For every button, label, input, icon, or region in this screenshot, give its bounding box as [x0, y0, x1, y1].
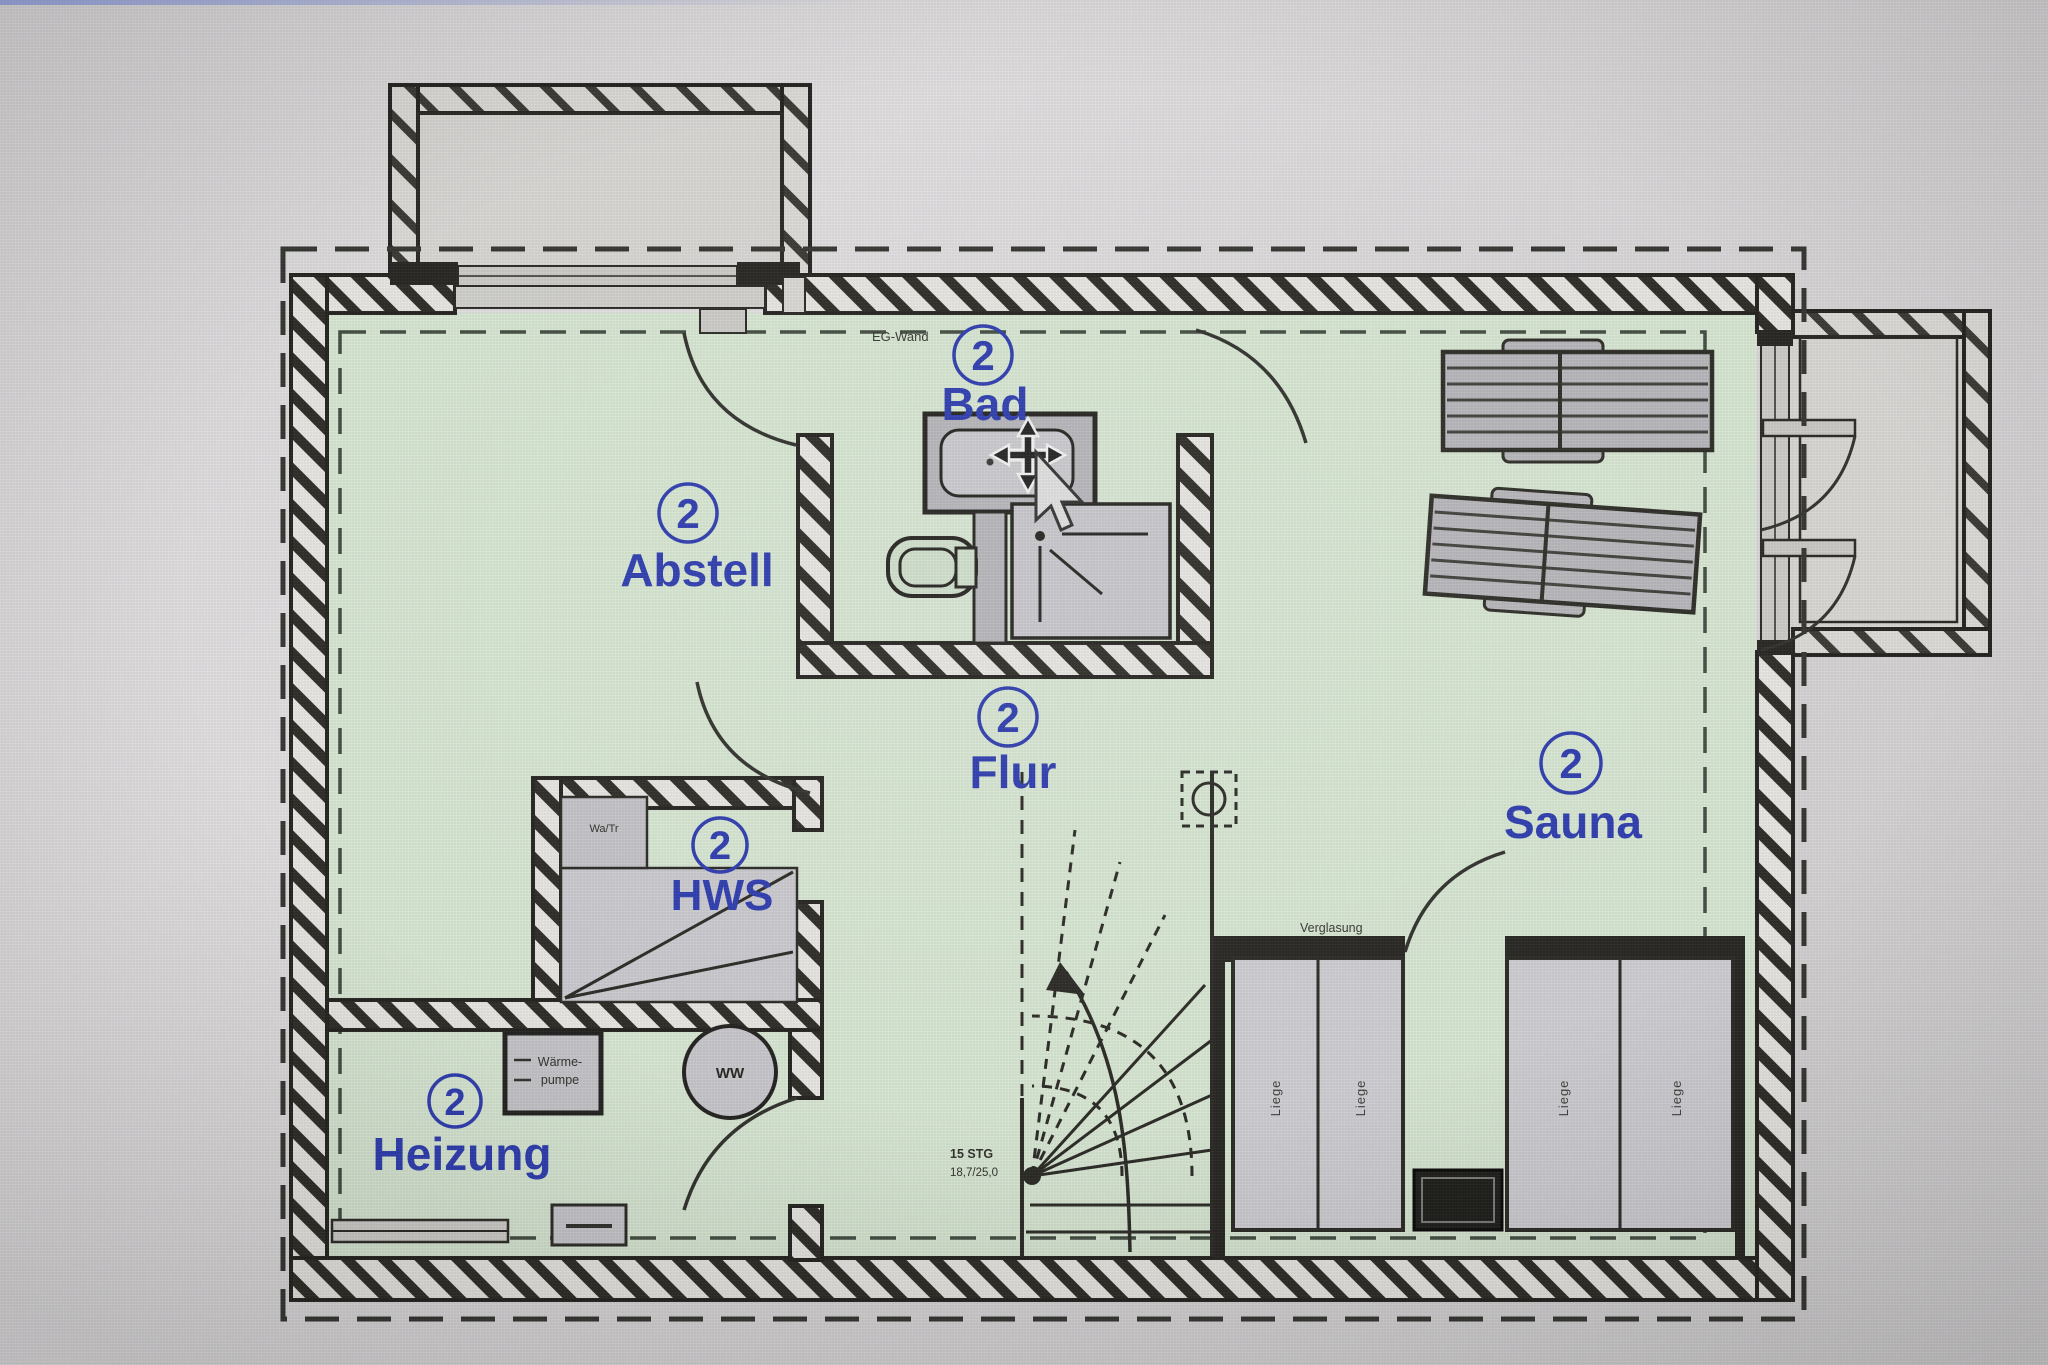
- svg-text:2: 2: [676, 490, 699, 537]
- svg-text:Wa/Tr: Wa/Tr: [589, 823, 618, 835]
- room-label-sauna: 2 Sauna: [1504, 731, 1642, 848]
- sauna-cabin: Verglasung Liege Liege Liege Liege: [1213, 921, 1745, 1260]
- room-label-bad: 2 Bad: [942, 324, 1029, 430]
- svg-text:WW: WW: [716, 1065, 745, 1082]
- exterior-walls: [289, 273, 1795, 1302]
- door-bad-left: [682, 332, 797, 447]
- svg-text:Liege: Liege: [1669, 1080, 1684, 1117]
- lightwell-top-left: [388, 83, 812, 289]
- stairs: 15 STG 18,7/25,0: [950, 770, 1238, 1256]
- vorwand: [972, 510, 1008, 645]
- room-labels: 2 Bad 2 Abstell 2 Flur 2 Sauna 2 HWS: [373, 324, 1642, 1180]
- hws-storage: Wa/Tr: [559, 795, 799, 1004]
- door-abstell-flur: [695, 681, 811, 795]
- room-label-heizung: 2 Heizung: [373, 1073, 552, 1180]
- svg-text:Heizung: Heizung: [373, 1128, 552, 1180]
- washer-dryer: Wa/Tr: [559, 795, 649, 870]
- glazing-note: Verglasung: [1300, 921, 1363, 935]
- site-boundary-dashed: [280, 246, 1807, 1322]
- door-arcs: [682, 328, 1506, 1211]
- sauna-bench-right: Liege Liege: [1505, 956, 1735, 1232]
- partition-walls: [325, 433, 1214, 1262]
- svg-text:2: 2: [709, 824, 731, 868]
- hot-water-tank: WW: [682, 1024, 778, 1120]
- svg-text:Sauna: Sauna: [1504, 796, 1642, 848]
- svg-text:Wärme-: Wärme-: [538, 1055, 582, 1069]
- upper-floor-dashed-outline: [338, 330, 1707, 1240]
- svg-text:Liege: Liege: [1353, 1080, 1368, 1117]
- svg-text:2: 2: [971, 332, 994, 379]
- lounger-2: [1422, 486, 1703, 618]
- svg-text:2: 2: [996, 694, 1019, 741]
- door-sauna: [1403, 850, 1506, 953]
- lightwell-right: [1791, 309, 1992, 657]
- door-heizung: [682, 1096, 798, 1211]
- room-label-abstell: 2 Abstell: [620, 482, 774, 596]
- svg-text:Liege: Liege: [1268, 1080, 1283, 1117]
- chimney: [1180, 770, 1238, 828]
- heat-pump: Wärme- pumpe: [502, 1030, 604, 1116]
- svg-text:Abstell: Abstell: [620, 544, 773, 596]
- sauna-bench-left: Liege Liege: [1231, 956, 1405, 1232]
- radiator: [330, 1218, 510, 1244]
- svg-text:pumpe: pumpe: [541, 1073, 579, 1087]
- svg-text:2: 2: [444, 1082, 465, 1124]
- svg-text:HWS: HWS: [671, 871, 774, 920]
- lounger-1: [1440, 338, 1715, 464]
- svg-text:Liege: Liege: [1556, 1080, 1571, 1117]
- svg-text:Flur: Flur: [970, 746, 1057, 798]
- equipment-box: [550, 1203, 628, 1247]
- move-cursor-icon: [986, 415, 1086, 533]
- eg-wall-note: EG-Wand: [872, 329, 929, 344]
- svg-text:Bad: Bad: [942, 378, 1029, 430]
- stairs-note-2: 18,7/25,0: [950, 1167, 998, 1179]
- shower: [1010, 502, 1172, 640]
- sauna-heater: [1412, 1168, 1504, 1232]
- window-right: [1757, 330, 1857, 655]
- stairs-note-1: 15 STG: [950, 1147, 993, 1161]
- room-label-flur: 2 Flur: [970, 686, 1057, 798]
- photo-artifact-strip: [0, 0, 861, 5]
- svg-text:2: 2: [1559, 740, 1582, 787]
- door-bad-right: [1195, 328, 1308, 444]
- window-top: [390, 262, 806, 334]
- toilet: [886, 536, 978, 598]
- room-label-hws: 2 HWS: [671, 816, 774, 920]
